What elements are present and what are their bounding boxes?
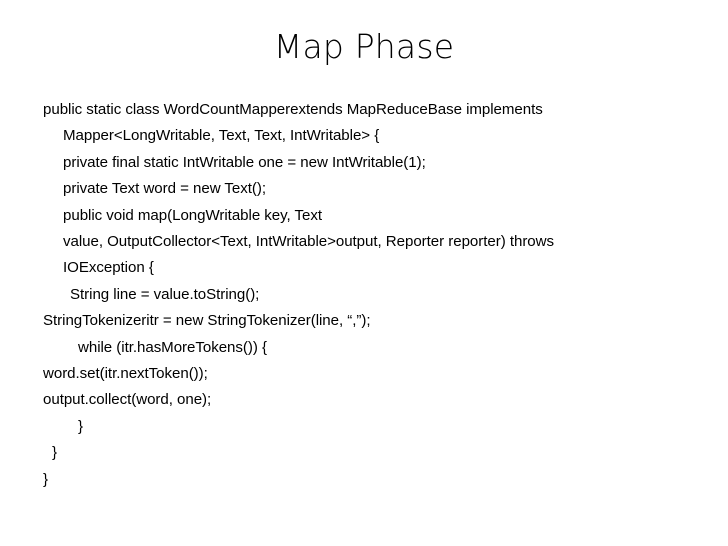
code-line: Mapper<LongWritable, Text, Text, IntWrit… <box>63 127 380 145</box>
code-line: } <box>52 444 57 462</box>
code-line: private final static IntWritable one = n… <box>63 153 426 171</box>
code-line: String line = value.toString(); <box>70 285 260 303</box>
code-line: value, OutputCollector<Text, IntWritable… <box>63 233 554 251</box>
page-title: Map Phase <box>273 27 455 66</box>
code-line: StringTokenizeritr = new StringTokenizer… <box>43 312 371 330</box>
code-line: IOException { <box>63 259 154 277</box>
code-line: private Text word = new Text(); <box>63 180 267 198</box>
code-line: word.set(itr.nextToken()); <box>43 365 208 383</box>
code-line: public static class WordCountMapperexten… <box>43 101 543 118</box>
code-line: } <box>78 417 83 435</box>
code-line: output.collect(word, one); <box>43 391 212 409</box>
code-line: public void map(LongWritable key, Text <box>63 206 323 224</box>
code-line: while (itr.hasMoreTokens()) { <box>78 338 267 356</box>
code-block: public static class WordCountMapperexten… <box>43 97 683 493</box>
code-line: } <box>43 470 48 488</box>
